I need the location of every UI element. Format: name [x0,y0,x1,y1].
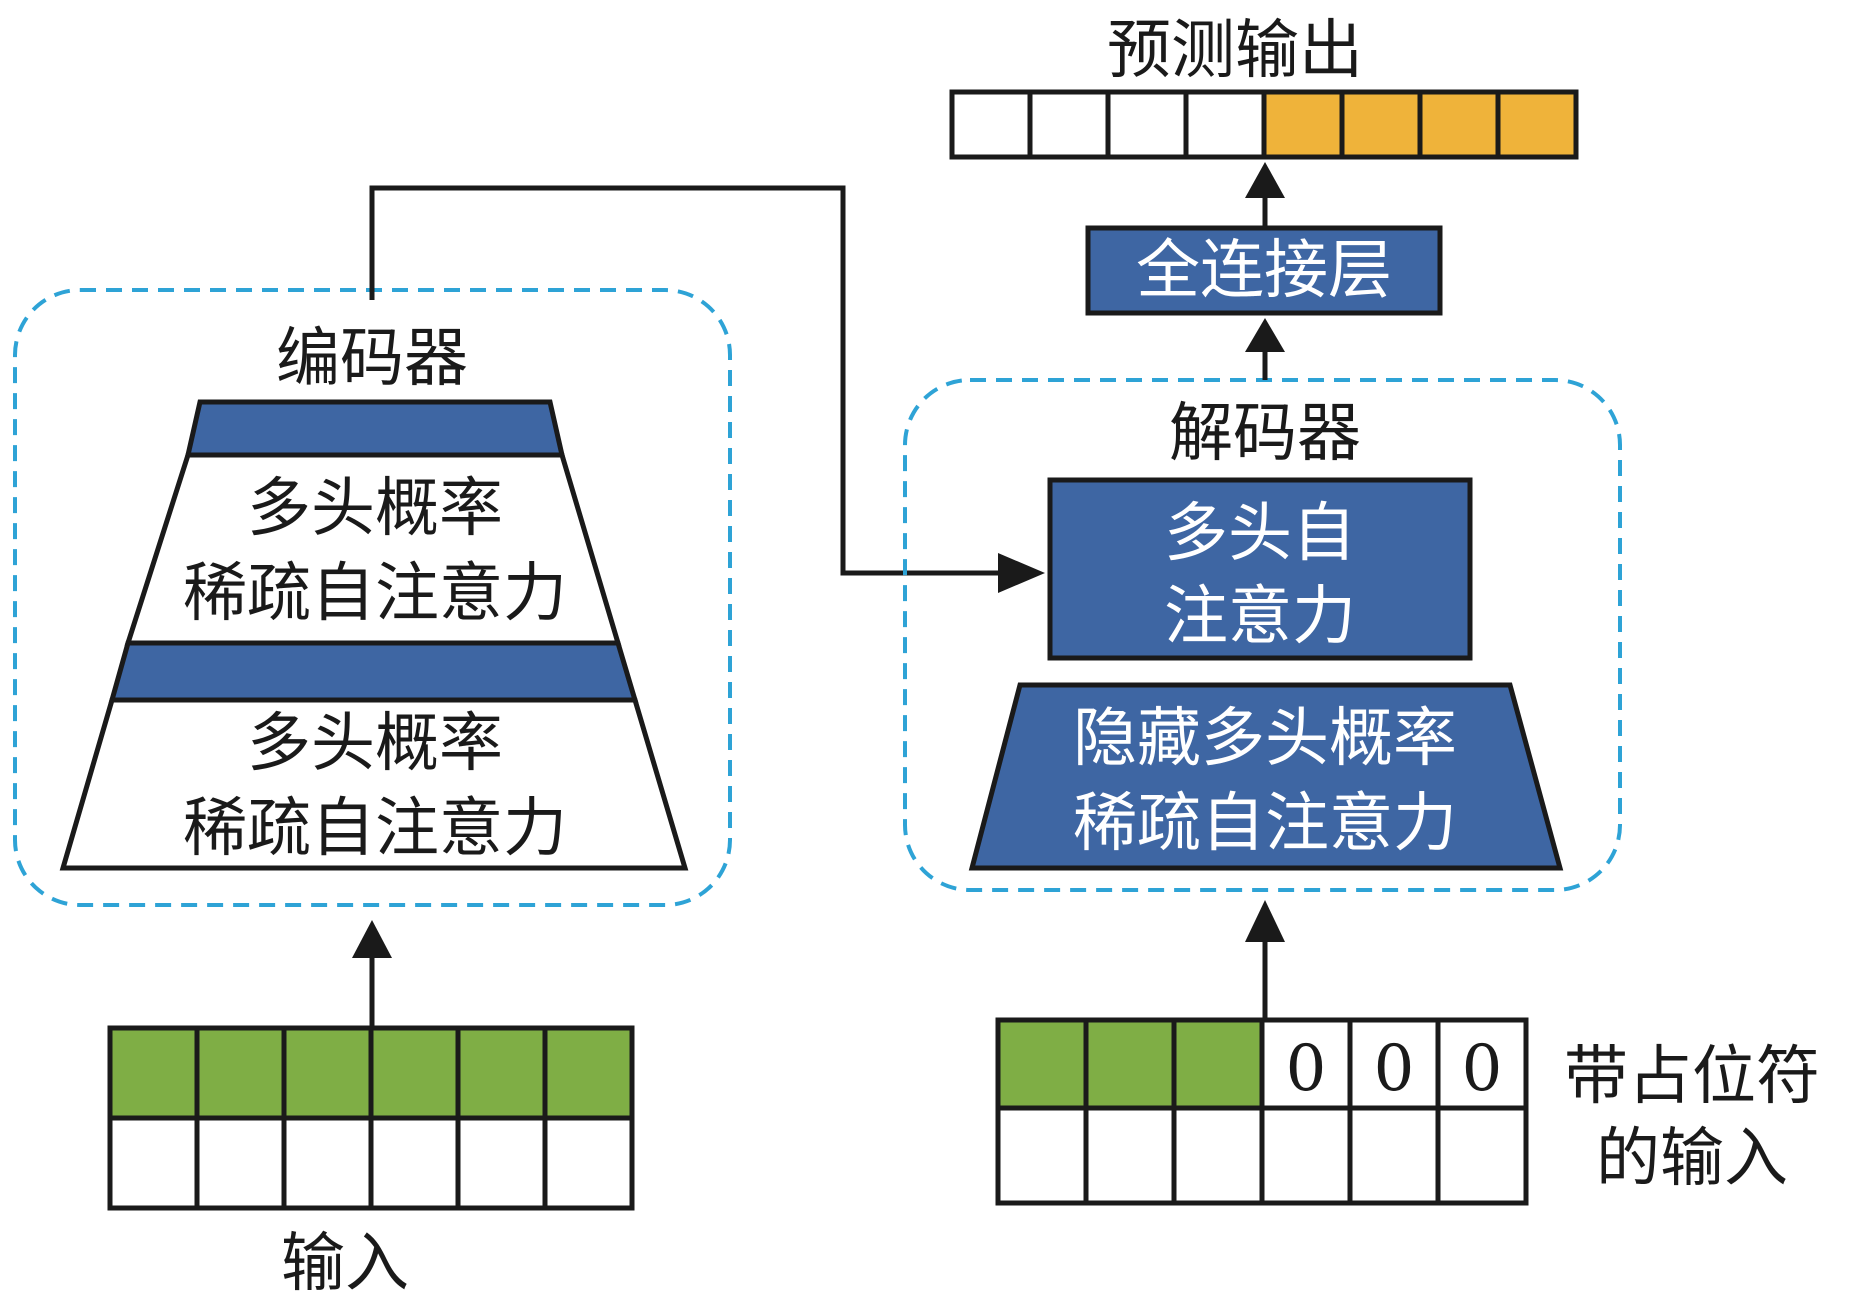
output-cell [1027,89,1111,160]
input-cell [107,1025,200,1121]
decoder-title: 解码器 [1169,397,1361,471]
encoder-attention-block-2 [59,697,689,871]
decoder-input-cell [995,1017,1089,1111]
placeholder-zero: 0 [1462,1032,1503,1106]
input-cell [194,1115,287,1211]
output-cell-predicted [1495,89,1579,160]
output-cell-predicted [1261,89,1345,160]
output-cell [949,89,1033,160]
decoder-input-cell [1347,1105,1441,1206]
decoder-self-attention-block [1047,477,1473,661]
input-cell [281,1115,374,1211]
arrow-head-up-icon [352,920,392,958]
decoder-self-attention-line1: 多头自 [1164,497,1356,571]
decoder-masked-attention-line1: 隐藏多头概率 [1073,702,1457,776]
fc-layer-label: 全连接层 [1136,234,1392,308]
encoder-input-grid [107,1025,635,1211]
decoder-input-cell [995,1105,1089,1206]
arrow-head-up-icon [1245,318,1285,352]
encoder-block1-line1: 多头概率 [247,472,503,546]
input-cell [194,1025,287,1121]
encoder-block2-line2: 稀疏自注意力 [183,792,567,866]
decoder-input-cell [1435,1105,1529,1206]
arrow-head-up-icon [1245,900,1285,942]
input-cell [281,1025,374,1121]
output-cell-predicted [1339,89,1423,160]
encoder-block1-line2: 稀疏自注意力 [183,557,567,631]
encoder-input-label: 输入 [281,1227,409,1299]
input-cell [368,1115,461,1211]
decoder-input-cell [1083,1017,1177,1111]
input-cell [542,1025,635,1121]
placeholder-zero: 0 [1374,1032,1415,1106]
decoder-input-cell [1083,1105,1177,1206]
input-cell [455,1115,548,1211]
decoder-input-cell [1171,1017,1265,1111]
encoder-top-bar [184,399,566,458]
encoder-block2-line1: 多头概率 [247,707,503,781]
arrow-encoder-to-decoder [369,185,1000,576]
prediction-output-label: 预测输出 [1107,14,1363,88]
output-cell-predicted [1417,89,1501,160]
encoder-title: 编码器 [276,322,468,396]
placeholder-zero: 0 [1286,1032,1327,1106]
decoder-placeholder-cell [1259,1017,1353,1111]
decoder-self-attention-line2: 注意力 [1164,580,1356,654]
decoder-input-cell [1259,1105,1353,1206]
decoder-input-cell [1171,1105,1265,1206]
fc-layer-block [1085,225,1443,316]
decoder-input-label-line2: 的输入 [1596,1122,1788,1196]
decoder-placeholder-cell [1435,1017,1529,1111]
decoder-masked-attention-line2: 稀疏自注意力 [1073,787,1457,861]
decoder-input-grid [995,1017,1529,1206]
output-cell [1183,89,1267,160]
prediction-output-grid [949,89,1579,160]
input-cell [542,1115,635,1211]
arrow-head-right-icon [998,553,1045,593]
input-cell [107,1115,200,1211]
decoder-input-label-line1: 带占位符 [1564,1040,1820,1114]
input-cell [368,1025,461,1121]
decoder-masked-attention-block [968,682,1564,871]
arrow-head-up-icon [1245,162,1285,198]
encoder-middle-bar [108,640,639,703]
output-cell [1105,89,1189,160]
input-cell [455,1025,548,1121]
